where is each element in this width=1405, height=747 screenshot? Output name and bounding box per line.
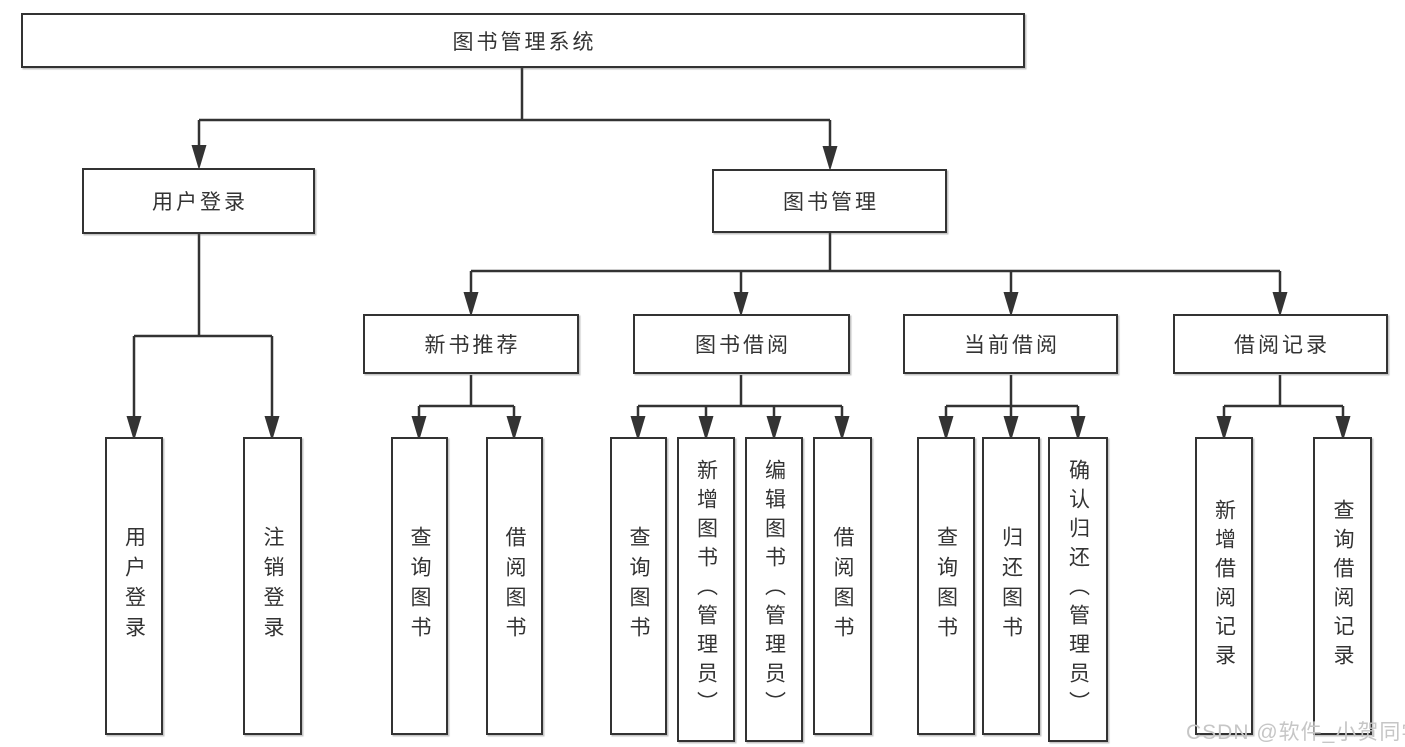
connector-new-book-subtree: [417, 375, 516, 422]
node-book-borrowing-label: 图书借阅: [695, 334, 791, 357]
connector-borrowing-records-subtree: [1222, 375, 1345, 422]
node-leaf-query-books-recommend: 查询图书: [391, 437, 448, 735]
node-leaf-query-books-recommend-label: 查询图书: [408, 526, 431, 646]
node-leaf-query-borrow-record: 查询借阅记录: [1313, 437, 1372, 735]
arrow-down-icon: [1216, 416, 1232, 441]
connector-book-borrowing-subtree: [636, 375, 844, 422]
node-leaf-confirm-return-admin-label: 确认归还（管理员）: [1066, 459, 1090, 720]
node-leaf-logout-label: 注销登录: [261, 526, 284, 646]
arrow-down-icon: [1335, 416, 1351, 441]
node-leaf-user-login: 用户登录: [105, 437, 163, 735]
arrow-down-icon: [822, 146, 838, 171]
arrow-down-icon: [126, 416, 142, 441]
node-leaf-add-borrow-record: 新增借阅记录: [1195, 437, 1253, 735]
node-leaf-query-borrow-record-label: 查询借阅记录: [1331, 499, 1354, 673]
node-root: 图书管理系统: [21, 13, 1025, 68]
node-user-login: 用户登录: [82, 168, 315, 234]
arrow-down-icon: [463, 292, 479, 317]
arrow-down-icon: [1070, 416, 1086, 441]
node-leaf-add-borrow-record-label: 新增借阅记录: [1212, 499, 1236, 673]
arrow-down-icon: [1272, 292, 1288, 317]
arrow-down-icon: [766, 416, 782, 441]
node-leaf-logout: 注销登录: [243, 437, 302, 735]
node-leaf-edit-books-admin: 编辑图书（管理员）: [745, 437, 803, 742]
arrow-down-icon: [1003, 416, 1019, 441]
node-borrowing-records: 借阅记录: [1173, 314, 1388, 374]
node-user-login-label: 用户登录: [152, 191, 248, 214]
watermark: CSDN @软件_小贺同学: [1186, 721, 1405, 744]
arrow-down-icon: [191, 145, 207, 170]
node-leaf-borrow-books-recommend-label: 借阅图书: [503, 526, 526, 646]
node-leaf-query-books-current: 查询图书: [917, 437, 975, 735]
arrow-down-icon: [938, 416, 954, 441]
node-leaf-confirm-return-admin: 确认归还（管理员）: [1048, 437, 1108, 742]
node-book-management: 图书管理: [712, 169, 947, 233]
node-leaf-edit-books-admin-label: 编辑图书（管理员）: [762, 459, 786, 720]
node-leaf-add-books-admin-label: 新增图书（管理员）: [694, 459, 718, 720]
node-borrowing-records-label: 借阅记录: [1234, 334, 1330, 357]
connector-user-login-subtree: [132, 234, 274, 422]
node-leaf-borrow-books-label: 借阅图书: [831, 526, 854, 646]
arrow-down-icon: [698, 416, 714, 441]
node-leaf-query-books-borrowing-label: 查询图书: [627, 526, 650, 646]
node-leaf-return-books: 归还图书: [982, 437, 1040, 735]
node-leaf-query-books-borrowing: 查询图书: [610, 437, 667, 735]
node-leaf-return-books-label: 归还图书: [999, 526, 1023, 646]
node-leaf-add-books-admin: 新增图书（管理员）: [677, 437, 735, 742]
arrow-down-icon: [264, 416, 280, 441]
arrow-down-icon: [506, 416, 522, 441]
node-book-borrowing: 图书借阅: [633, 314, 850, 374]
node-new-book-recommendation-label: 新书推荐: [424, 334, 521, 357]
node-book-management-label: 图书管理: [783, 191, 879, 214]
node-leaf-borrow-books: 借阅图书: [813, 437, 872, 735]
arrow-down-icon: [733, 292, 749, 317]
node-leaf-user-login-label: 用户登录: [122, 526, 146, 646]
connector-current-borrowing-subtree: [944, 375, 1080, 422]
connector-root-to-level2: [197, 68, 832, 152]
node-current-borrowing-label: 当前借阅: [964, 334, 1060, 357]
node-root-label: 图书管理系统: [452, 30, 597, 54]
arrow-down-icon: [411, 416, 427, 441]
arrow-down-icon: [630, 416, 646, 441]
arrow-down-icon: [1003, 292, 1019, 317]
connector-book-mgmt-to-level3: [469, 233, 1282, 298]
arrow-down-icon: [834, 416, 850, 441]
node-leaf-query-books-current-label: 查询图书: [934, 526, 958, 646]
node-new-book-recommendation: 新书推荐: [363, 314, 579, 374]
node-leaf-borrow-books-recommend: 借阅图书: [486, 437, 543, 735]
node-current-borrowing: 当前借阅: [903, 314, 1118, 374]
